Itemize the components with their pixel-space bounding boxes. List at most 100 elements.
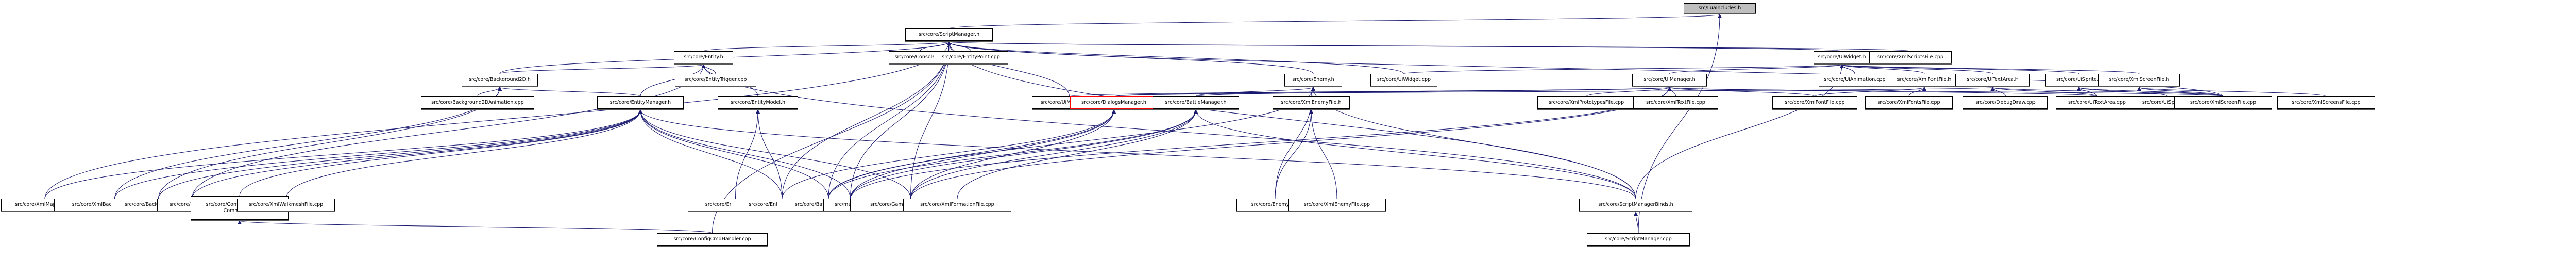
edge-entitymanagercpp-to-entitymodelh [756,109,783,199]
edge-uiwidgetcpp-to-uiwidgeth [1403,64,1844,74]
edge-battlecpp-to-smh [828,41,951,199]
edge-xmlwalkmesh-to-entitymanagerh [285,109,642,199]
edge-smbinds-to-smh [947,41,1636,199]
edge-battlecpp-to-dialogsh [828,109,1116,199]
graph-node-bg2dh[interactable]: src/core/Background2D.h [462,74,538,86]
graph-node-uitextareah[interactable]: src/core/UiTextArea.h [1955,74,2030,86]
edge-maincpp-to-smh [850,41,951,199]
edge-entitymanagerh-to-bg2dh [498,87,641,97]
graph-node-entitymodelh[interactable]: src/core/EntityModel.h [718,96,798,109]
edge-uiwidgetcpp-to-smh [947,41,1404,74]
graph-node-debugdraw[interactable]: src/core/DebugDraw.cpp [1963,96,2048,109]
graph-node-xmlfontcpp[interactable]: src/core/XmlFontFile.cpp [1772,96,1857,109]
edge-entitymodelcpp-to-entitymodelh [735,109,760,199]
edge-enemycpp-to-xmlenemyh [1275,109,1313,199]
edge-smcpp-to-smbinds [1634,212,1639,234]
edge-xmlenemycpp-to-xmlenemyh [1309,109,1337,199]
edge-smcpp-to-lua [1638,14,1722,234]
edge-uispritecpp-to-uispriteh [2077,87,2168,97]
edge-uimanagercpp-to-smh [947,41,1070,97]
edge-xmlscreenh-to-uiwidgeth [1840,64,2140,74]
edge-bg2danim-to-bg2dh [477,87,502,97]
edge-battleh-to-enemyh [1195,87,1315,97]
graph-node-battleh[interactable]: src/core/BattleManager.h [1153,96,1239,109]
edge-smbinds-to-entityh [701,64,1636,199]
graph-node-bg2danim[interactable]: src/core/Background2DAnimation.cpp [421,96,534,109]
graph-node-smh[interactable]: src/core/ScriptManager.h [905,28,993,41]
edge-gameframe-to-battleh [910,109,1198,199]
edge-xmlprototypes-to-uimanagerh [1586,87,1672,97]
edge-xmlfontcpp-to-xmlfonth [1815,87,1926,97]
edge-uitextareacpp-to-uimanagerh [1668,87,2097,97]
edge-xmlscreencpp-to-xmlscreenh [2137,87,2224,97]
edge-xmlformation-to-battleh [957,109,1198,199]
graph-node-uitextareacpp[interactable]: src/core/UiTextArea.cpp [2056,96,2138,109]
graph-node-xmlfonth[interactable]: src/core/XmlFontFile.h [1886,74,1963,86]
graph-node-dialogsh[interactable]: src/core/DialogsManager.h [1070,96,1158,109]
graph-node-xmlscripts[interactable]: src/core/XmlScriptsFile.cpp [1869,51,1952,63]
graph-node-smbinds[interactable]: src/core/ScriptManagerBinds.h [1579,199,1692,211]
graph-node-xmlscreenscpp[interactable]: src/core/XmlScreensFile.cpp [2277,96,2375,109]
edge-bg2dh-to-entityh [499,64,706,74]
graph-node-uiwidgeth[interactable]: src/core/UiWidget.h [1814,51,1870,63]
edge-smbinds-to-battleh [1194,109,1636,199]
edge-maincpp-to-battleh [850,109,1198,199]
graph-node-xmltext[interactable]: src/core/XmlTextFile.cpp [1633,96,1718,109]
graph-node-xmlscreenh[interactable]: src/core/XmlScreenFile.h [2098,74,2180,86]
edge-xmlfontcpp-to-uimanagerh [1667,87,1815,97]
edge-xmlfontscpp-to-xmlfonth [1908,87,1926,97]
edge-entityh-to-smh [703,41,951,52]
edge-entitycpp-to-entitymanagerh [192,109,642,199]
graph-node-entityh[interactable]: src/core/Entity.h [674,51,733,63]
edge-xmlmap-to-entitymanagerh [44,109,642,199]
graph-node-uianimation[interactable]: src/core/UiAnimation.cpp [1819,74,1891,86]
edge-entitymanagercpp-to-smh [782,41,951,199]
graph-node-xmlprototypes[interactable]: src/core/XmlPrototypesFile.cpp [1537,96,1635,109]
edge-gameframe-to-smh [910,41,951,199]
edge-battlecpp-to-entitymanagerh [638,109,829,199]
edge-entitymanagercpp-to-entitymanagerh [638,109,783,199]
graph-node-xmlenemycpp[interactable]: src/core/XmlEnemyFile.cpp [1288,199,1386,211]
graph-node-entitymanagerh[interactable]: src/core/EntityManager.h [597,96,684,109]
graph-node-uimanagerh[interactable]: src/core/UiManager.h [1632,74,1707,86]
edge-gameframe-to-entitymanagerh [638,109,911,199]
edge-uitextareah-to-uiwidgeth [1840,64,1993,74]
edge-xmlbg2d-to-entitymanagerh [114,109,642,199]
edge-smh-to-lua [948,14,1722,29]
edge-uimanagerh-to-uiwidgeth [1669,64,1844,74]
edge-entitycpp-to-entityh [192,64,706,199]
edge-uitextareacpp-to-uitextareah [1990,87,2097,97]
edge-entitypoint-to-smh [947,41,971,52]
graph-node-xmlformation[interactable]: src/core/XmlFormationFile.cpp [903,199,1011,211]
edge-uiwidgeth-to-smh [947,41,1842,52]
edge-battlecpp-to-battleh [828,109,1198,199]
edge-cfgcmdcpp-to-cfgcmdh [238,220,713,234]
edge-entitymanagercpp-to-dialogsh [782,109,1116,199]
graph-node-cfgcmdcpp[interactable]: src/core/ConfigCmdHandler.cpp [657,233,768,246]
edge-cfgcmdcpp-to-smh [712,41,951,234]
edge-xmlscreencpp-to-uitextareah [1990,87,2224,97]
edge-battleh-to-uimanagerh [1195,87,1671,97]
edge-xmlmap-to-smh [44,41,951,199]
graph-node-enemyh[interactable]: src/core/Enemy.h [1284,74,1342,86]
graph-node-entitypoint[interactable]: src/core/EntityPoint.cpp [934,51,1008,63]
graph-node-smcpp[interactable]: src/core/ScriptManager.cpp [1587,233,1690,246]
graph-node-entitytrigger[interactable]: src/core/EntityTrigger.cpp [675,74,756,86]
edge-xmlfonth-to-uiwidgeth [1840,64,1925,74]
edge-xmlscreenscpp-to-xmlscreenh [2137,87,2327,97]
graph-node-xmlwalkmesh[interactable]: src/core/XmlWalkmeshFile.cpp [237,199,335,211]
edge-uitextareacpp-to-uispriteh [2077,87,2097,97]
graph-node-xmlscreencpp[interactable]: src/core/XmlScreenFile.cpp [2174,96,2272,109]
edge-smbinds-to-entitymanagerh [638,109,1636,199]
graph-node-uiwidgetcpp[interactable]: src/core/UiWidget.cpp [1370,74,1437,86]
graph-node-xmlenemyh[interactable]: src/core/XmlEnemyFile.h [1273,96,1350,109]
edge-dialogsh-to-uitextareah [1113,87,1994,97]
edge-enemyh-to-smh [947,41,1314,74]
edge-gameframe-to-dialogsh [910,109,1116,199]
edge-maincpp-to-dialogsh [850,109,1116,199]
graph-node-xmlfontscpp[interactable]: src/core/XmlFontsFile.cpp [1865,96,1953,109]
edge-xmlscripts-to-smh [947,41,1911,52]
edge-uispriteh-to-uiwidgeth [1840,64,2079,74]
edge-smbinds-to-uiwidgeth [1635,64,1844,199]
